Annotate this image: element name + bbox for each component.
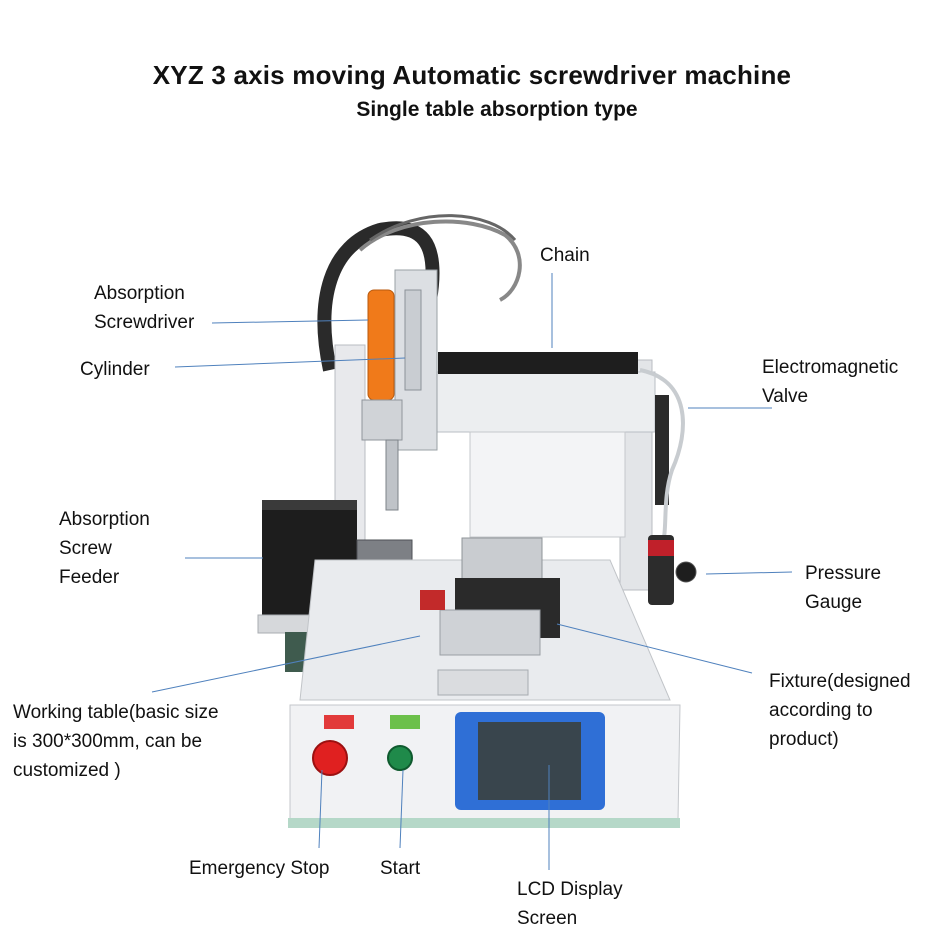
leader-pressure-gauge [705,571,793,575]
label-electromagnetic-valve: Electromagnetic Valve [762,357,899,407]
start-label-plate [390,715,420,729]
label-cylinder: Cylinder [80,359,150,380]
page-title: XYZ 3 axis moving Automatic screwdriver … [152,60,792,90]
leader-cylinder [174,357,406,368]
cable-chain [317,221,440,372]
start-button [387,745,413,771]
label-start: Start [380,858,421,879]
cylinder [404,289,422,391]
leader-emergency-stop [318,769,323,849]
leader-start [399,769,404,849]
stop-label-plate [324,715,354,729]
lcd-display-screen [478,722,581,800]
leader-absorption-screwdriver [211,319,369,324]
label-absorption-screw-feeder: Absorption Screw Feeder [59,509,150,588]
label-pressure-gauge: Pressure Gauge [805,563,882,613]
linear-chain-track [438,352,638,374]
label-fixture: Fixture(designed according to product) [769,671,911,750]
label-working-table: Working table(basic size is 300*300mm, c… [13,702,219,781]
gantry-beam [429,371,656,433]
label-chain: Chain [540,245,590,266]
label-emergency-stop: Emergency Stop [189,858,330,879]
electromagnetic-valve [655,395,669,505]
label-absorption-screwdriver: Absorption Screwdriver [94,283,195,333]
label-lcd-display: LCD Display Screen [517,879,623,929]
leader-fixture [556,623,753,674]
page-subtitle: Single table absorption type [356,98,638,121]
emergency-stop-button [312,740,348,776]
pressure-gauge-dial [675,561,697,583]
leader-working-table [151,635,421,693]
